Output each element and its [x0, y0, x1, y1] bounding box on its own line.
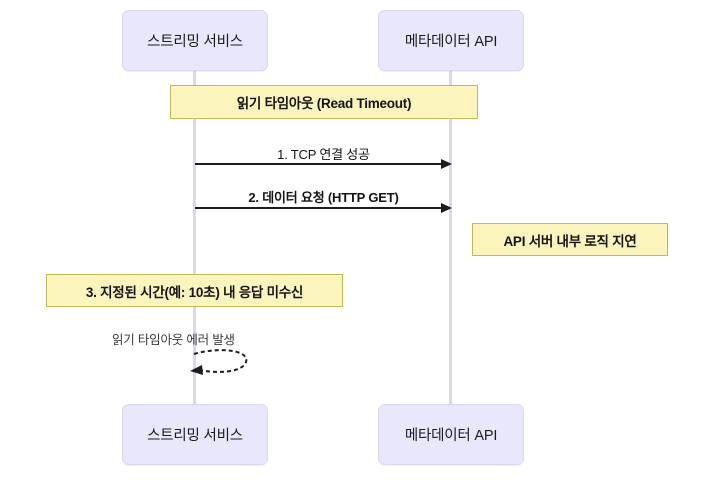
participant-label: 스트리밍 서비스 [147, 34, 243, 50]
arrow-head-icon [441, 159, 452, 169]
arrow-head-icon [441, 203, 452, 213]
lifeline-streaming [193, 71, 196, 405]
lifeline-metadata [449, 71, 452, 405]
self-message-label: 읽기 타임아웃 에러 발생 [112, 333, 235, 347]
note-read-timeout[interactable]: 읽기 타임아웃 (Read Timeout) [170, 85, 478, 119]
participant-streaming-top[interactable]: 스트리밍 서비스 [122, 10, 268, 71]
note-no-response[interactable]: 3. 지정된 시간(예: 10초) 내 응답 미수신 [46, 274, 343, 307]
arrow-line [195, 163, 443, 165]
participant-metadata-top[interactable]: 메타데이터 API [378, 10, 524, 71]
note-api-delay[interactable]: API 서버 내부 로직 지연 [472, 223, 668, 256]
note-text: 읽기 타임아웃 (Read Timeout) [236, 96, 412, 111]
participant-streaming-bottom[interactable]: 스트리밍 서비스 [122, 404, 268, 465]
participant-metadata-bottom[interactable]: 메타데이터 API [378, 404, 524, 465]
participant-label: 메타데이터 API [404, 34, 498, 50]
note-text: API 서버 내부 로직 지연 [503, 233, 637, 249]
message-2-label: 2. 데이터 요청 (HTTP GET) [248, 190, 399, 205]
note-text: 3. 지정된 시간(예: 10초) 내 응답 미수신 [85, 284, 304, 300]
self-message-loop-arrow [190, 349, 248, 375]
dashed-loop-path [193, 349, 248, 373]
participant-label: 메타데이터 API [404, 428, 498, 444]
arrow-line [195, 207, 443, 209]
message-1-label: 1. TCP 연결 성공 [277, 147, 370, 162]
arrow-head-icon [190, 365, 203, 375]
participant-label: 스트리밍 서비스 [147, 428, 243, 444]
